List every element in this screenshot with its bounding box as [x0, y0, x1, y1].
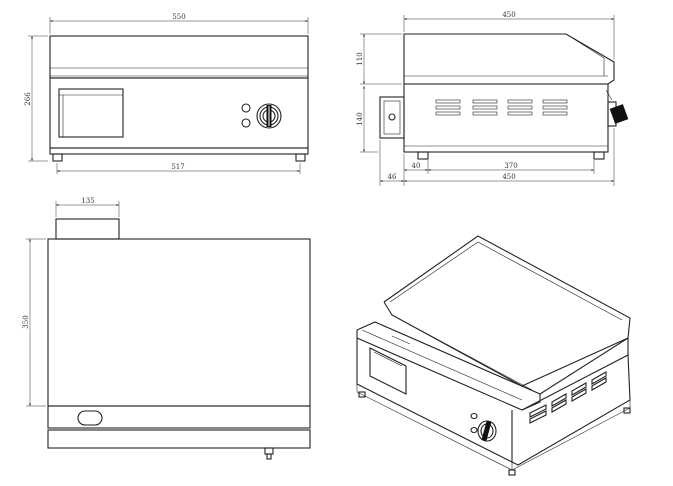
dim-width-overall: 550: [172, 13, 185, 21]
dim-depth-overall-bottom: 450: [502, 173, 515, 181]
side-dimensions: 450 110 140 40 370 46 450: [356, 11, 615, 186]
isometric-view: [356, 235, 631, 476]
dim-height-upper: 110: [356, 52, 364, 65]
iso-vents: [529, 371, 607, 424]
side-vents: [435, 99, 568, 116]
dim-depth-overall-top: 450: [502, 11, 515, 19]
front-dimensions: 550 517 266: [24, 13, 309, 174]
control-knob-side: [605, 89, 629, 127]
dim-depth: 350: [22, 315, 30, 328]
dim-tray-width: 135: [81, 197, 94, 205]
control-knob-iso: [477, 420, 497, 442]
side-view: [379, 33, 629, 160]
dim-height-overall: 266: [24, 92, 32, 106]
front-view: [49, 35, 309, 162]
dim-width-feet: 517: [171, 163, 184, 171]
dim-height-lower: 140: [356, 112, 364, 125]
top-view: [47, 218, 311, 460]
dim-foot-spacing: 370: [504, 162, 517, 170]
dim-offset-back: 46: [388, 173, 397, 181]
control-knob-front: [256, 103, 282, 129]
dim-offset-foot: 40: [412, 162, 421, 170]
top-dimensions: 135 350: [22, 197, 120, 407]
